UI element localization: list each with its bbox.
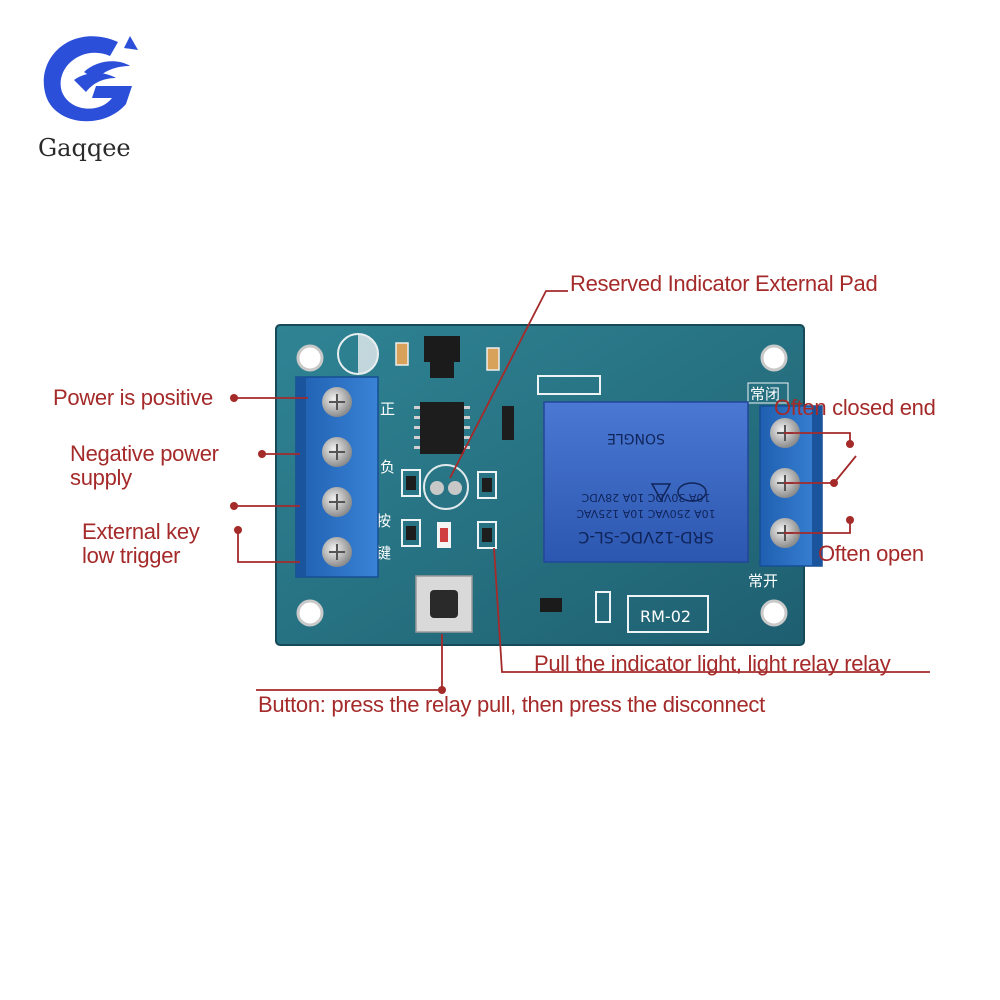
- label-pull-indicator: Pull the indicator light, light relay re…: [534, 651, 891, 676]
- label-power-positive: Power is positive: [53, 385, 213, 410]
- input-terminal-block: [295, 376, 379, 578]
- terminal-screw: [322, 537, 352, 567]
- label-external-key-1: External key: [82, 519, 200, 544]
- brand-name: Gaqqee: [38, 134, 131, 162]
- relay-rating-1: 10A 250VAC 10A 125VAC: [576, 507, 716, 520]
- silk-key-2: 键: [376, 544, 391, 562]
- relay: SRD-12VDC-SL-C 10A 250VAC 10A 125VAC 10A…: [543, 401, 749, 563]
- terminal-screw: [322, 437, 352, 467]
- label-negative-power-1: Negative power: [70, 441, 219, 466]
- terminal-screw: [322, 487, 352, 517]
- label-reserved-pad: Reserved Indicator External Pad: [570, 271, 878, 296]
- silk-positive: 正: [380, 400, 395, 418]
- relay-rating-2: 10A 30VDC 10A 28VDC: [581, 491, 710, 504]
- label-external-key-2: low trigger: [82, 543, 181, 568]
- label-often-open: Often open: [818, 541, 924, 566]
- label-negative-power-2: supply: [70, 465, 132, 490]
- leader-dots: [230, 394, 854, 694]
- relay-model: SRD-12VDC-SL-C: [578, 528, 714, 547]
- silk-negative: 负: [380, 458, 395, 476]
- silk-normally-open: 常开: [748, 572, 778, 590]
- label-button: Button: press the relay pull, then press…: [258, 692, 765, 717]
- switch-symbol: [833, 455, 857, 484]
- label-often-closed: Often closed end: [774, 395, 936, 420]
- brand-logo: [43, 36, 138, 122]
- terminal-screw: [322, 387, 352, 417]
- silk-normally-closed: 常闭: [750, 385, 780, 403]
- board-model: RM-02: [640, 607, 691, 626]
- output-terminal-block: [759, 405, 823, 567]
- silk-key-1: 按: [376, 512, 391, 530]
- relay-brand: SONGLE: [607, 430, 665, 446]
